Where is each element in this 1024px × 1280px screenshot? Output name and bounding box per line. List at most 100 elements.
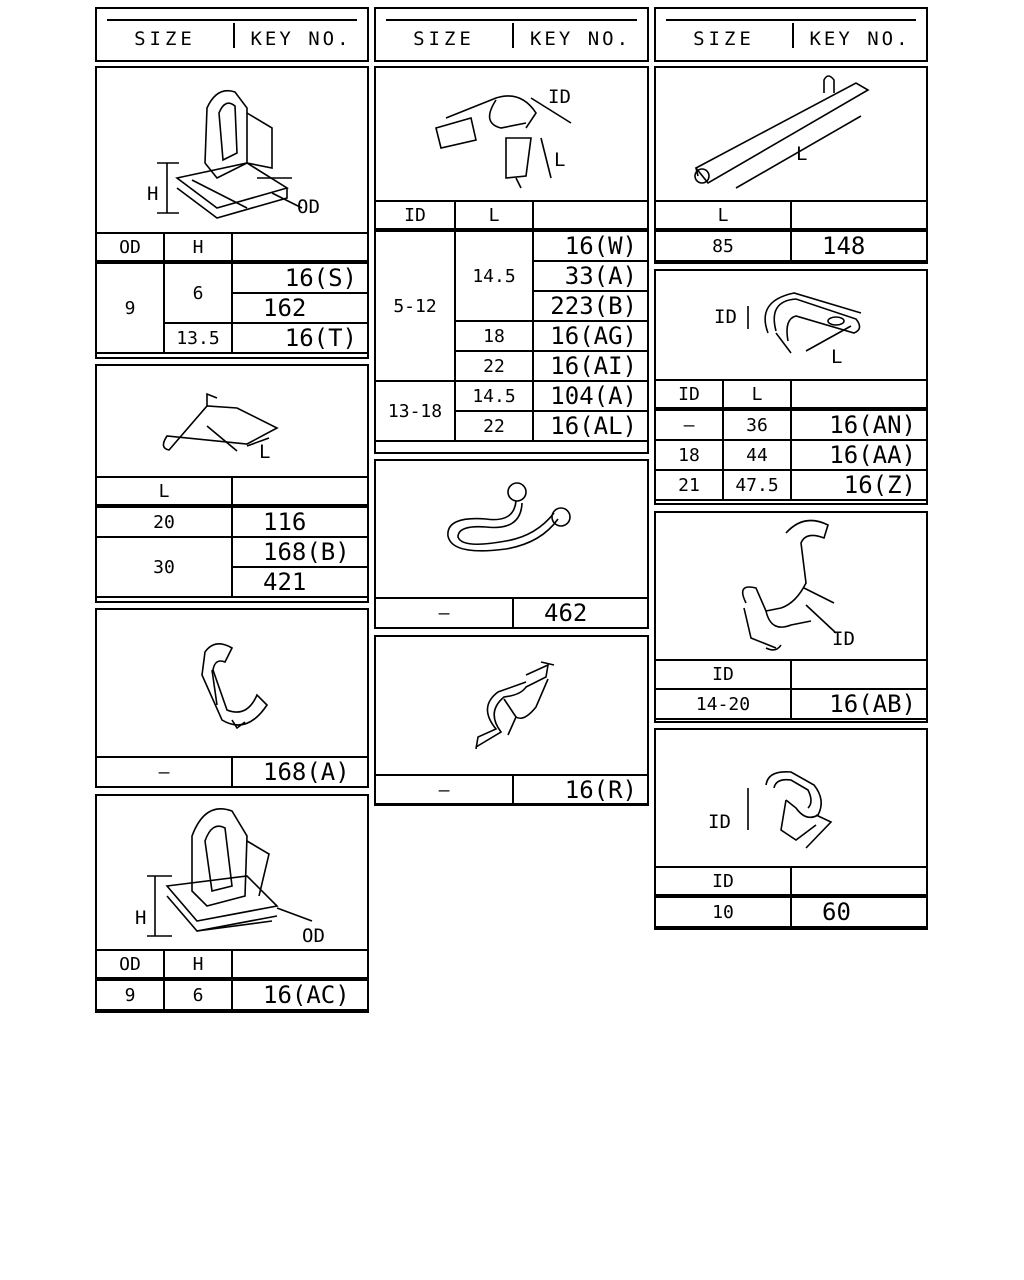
dim-label-l: L xyxy=(831,346,842,368)
saddle-clamp-drawing xyxy=(475,661,555,750)
col-head-l: L xyxy=(722,379,792,410)
col-head-h: H xyxy=(163,232,233,263)
cell-id: 10 xyxy=(654,894,792,928)
col-head-key xyxy=(790,379,928,410)
cell-l: 18 xyxy=(454,320,534,352)
col-head-h: H xyxy=(163,949,233,980)
cell-od: 9 xyxy=(95,977,165,1011)
cell-id: 5-12 xyxy=(374,228,456,382)
dim-label-h: H xyxy=(135,907,146,929)
size-header: SIZE xyxy=(134,27,196,50)
header-divider xyxy=(792,23,794,48)
cell-key: 16(Z) xyxy=(790,469,928,501)
cell-key: 104(A) xyxy=(532,380,649,412)
col-head-od: OD xyxy=(95,232,165,263)
header-divider xyxy=(512,23,514,48)
cell-id: 13-18 xyxy=(374,380,456,442)
hose-clamp-drawing: ID xyxy=(741,519,855,651)
cell-l: 47.5 xyxy=(722,469,792,501)
cell-key: 16(AB) xyxy=(790,688,928,720)
cable-clip-drawing: ID xyxy=(708,770,833,849)
cell-key: 421 xyxy=(231,566,369,598)
spec-table: —16(R) xyxy=(374,774,649,806)
strap-drawing: L xyxy=(694,75,870,189)
key-no-header: KEY NO. xyxy=(250,27,352,50)
cell-id: 14-20 xyxy=(654,688,792,720)
hook-clip-drawing xyxy=(201,643,269,730)
header-rule xyxy=(386,19,637,21)
header-col3: SIZE KEY NO. xyxy=(654,7,928,62)
cell-l: 36 xyxy=(722,407,792,441)
col-head-key xyxy=(790,659,928,690)
col-head-id: ID xyxy=(654,866,792,897)
dim-label-od: OD xyxy=(302,925,325,947)
cell-key: 60 xyxy=(790,894,928,928)
cell-key: 16(AA) xyxy=(790,439,928,471)
col-head-l: L xyxy=(95,476,233,507)
col-head-key xyxy=(532,200,649,231)
cell-key: 16(AL) xyxy=(532,410,649,442)
cell-l: 44 xyxy=(722,439,792,471)
cell-key: 16(W) xyxy=(532,228,649,262)
size-header: SIZE xyxy=(413,27,475,50)
header-rule xyxy=(666,19,916,21)
cell-key: 148 xyxy=(790,228,928,262)
col-head-key xyxy=(790,866,928,897)
cell-key: 16(AC) xyxy=(231,977,369,1011)
dim-label-od: OD xyxy=(297,196,320,218)
cell-key: 16(S) xyxy=(231,260,369,294)
cell-h: 13.5 xyxy=(163,322,233,354)
cell-size: — xyxy=(374,774,514,806)
cell-key: 16(AG) xyxy=(532,320,649,352)
col-head-od: OD xyxy=(95,949,165,980)
col-head-id: ID xyxy=(654,659,792,690)
header-col1: SIZE KEY NO. xyxy=(95,7,369,62)
cell-h: 6 xyxy=(163,260,233,324)
cell-key: 16(R) xyxy=(512,774,649,806)
cell-size: — xyxy=(374,597,514,629)
size-header: SIZE xyxy=(693,27,755,50)
pipe-clip-drawing: ID L xyxy=(435,86,572,189)
push-clip-drawing: H OD xyxy=(135,808,325,947)
cell-id: 18 xyxy=(654,439,724,471)
p-clip-drawing: ID L xyxy=(714,292,862,368)
cell-key: 33(A) xyxy=(532,260,649,292)
cell-l: 22 xyxy=(454,350,534,382)
panel-hook-clip: —168(A) xyxy=(95,608,369,788)
panel-saddle-clamp: —16(R) xyxy=(374,635,649,806)
col-head-id: ID xyxy=(374,200,456,231)
cell-l: 85 xyxy=(654,228,792,262)
cell-key: 16(T) xyxy=(231,322,369,354)
cell-od: 9 xyxy=(95,260,165,354)
dim-label-l: L xyxy=(796,143,807,165)
cell-key: 162 xyxy=(231,292,369,324)
dim-label-id: ID xyxy=(832,628,855,650)
cell-l: 14.5 xyxy=(454,380,534,412)
spring-clip-drawing: L xyxy=(162,392,279,463)
cell-l: 20 xyxy=(95,504,233,538)
cell-key: 168(A) xyxy=(231,756,369,788)
cell-id: — xyxy=(654,407,724,441)
cell-l: 30 xyxy=(95,536,233,598)
header-col2: SIZE KEY NO. xyxy=(374,7,649,62)
key-no-header: KEY NO. xyxy=(809,27,911,50)
dim-label-id: ID xyxy=(548,86,571,108)
dim-label-l: L xyxy=(554,149,565,171)
col-head-l: L xyxy=(454,200,534,231)
header-divider xyxy=(233,23,235,48)
panel-loop-tie: —462 xyxy=(374,459,649,629)
cell-key: 16(AI) xyxy=(532,350,649,382)
push-clip-drawing: H OD xyxy=(147,89,320,219)
